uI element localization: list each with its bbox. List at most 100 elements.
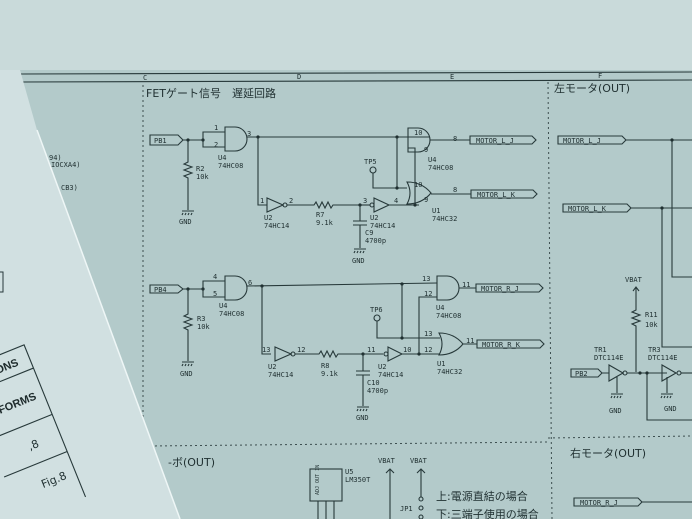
schematic-text: 74HC08 [436, 312, 461, 320]
schematic-text: MOTOR_R_K [482, 341, 521, 349]
schematic-text: GND [179, 218, 192, 226]
schematic-text: PB2 [575, 370, 588, 378]
schematic-text: ,8 [26, 437, 41, 453]
resistor-r8 [295, 349, 370, 359]
schematic-text: JP1 [400, 505, 413, 513]
schematic-text: MOTOR_L_K [477, 191, 516, 199]
overlapping-paper-sheet [0, 70, 180, 519]
schematic-text: 11 [367, 346, 375, 354]
schematic-text: U4 [219, 302, 227, 310]
net-port-motor-r-k [476, 339, 545, 349]
schematic-text: 9.1k [321, 370, 339, 378]
schematic-text: 12 [297, 346, 305, 354]
schematic-text: IOCXA4) [51, 161, 81, 169]
schematic-text: 上:電源直結の場合 [436, 489, 528, 503]
schematic-text: 2 [214, 141, 218, 149]
schematic-text: 74HC14 [378, 371, 403, 379]
schematic-text: 9 [424, 196, 428, 204]
left-motor-section: 左モータ(OUT) MOTOR_L_J MOTOR_L_K VBAT R11 1… [554, 82, 692, 421]
net-label: PB1 [154, 137, 167, 145]
resistor-r7 [287, 200, 366, 210]
right-motor-section: 右モータ(OUT) MOTOR_R_J [570, 446, 692, 507]
schematic-text: 12 [424, 290, 432, 298]
schematic-text: 1 [260, 197, 264, 205]
delay-circuit-left: PB1 1 2 3 U4 74HC08 R2 10k GND 1 2 U2 74… [149, 124, 538, 265]
column-label: F [598, 72, 602, 80]
section-title-delay: FETゲート信号 遅延回路 [146, 87, 276, 100]
schematic-text: 10 [414, 129, 422, 137]
schematic-text: -ボ(OUT) [168, 456, 215, 469]
schematic-text: 94) [49, 154, 62, 162]
schematic-text: U1 [432, 207, 440, 215]
schematic-text: 下:三端子使用の場合 [436, 507, 539, 519]
schematic-text: TP6 [370, 306, 383, 314]
schematic-text: 74HC08 [428, 164, 453, 172]
schematic-text: 10 [414, 181, 422, 189]
ground-icon [356, 406, 369, 412]
schematic-text: R2 [196, 165, 204, 173]
schematic-text: MOTOR_L_J [476, 137, 514, 145]
schematic-text: 左モータ(OUT) [554, 82, 630, 95]
schematic-text: GND [180, 370, 193, 378]
servo-section: -ボ(OUT) U5 LM350T ADJ OUT IN VBAT VBAT J… [168, 456, 539, 519]
column-label: C [143, 74, 147, 82]
schematic-text: 9 [424, 146, 428, 154]
sheet-border: C D E F [19, 71, 692, 519]
schematic-text: U2 [268, 363, 276, 371]
schematic-text: 5 [213, 290, 217, 298]
schematic-text: 74HC08 [219, 310, 244, 318]
schematic-text: TR1 [594, 346, 607, 354]
schematic-text: 9.1k [316, 219, 334, 227]
schematic-text: PB4 [154, 286, 167, 294]
schematic-text: U2 [264, 214, 272, 222]
schematic-text: 4700p [367, 387, 388, 395]
resistor-r11 [630, 286, 642, 372]
schematic-text: C9 [365, 229, 373, 237]
schematic-text: 2 [289, 197, 293, 205]
capacitor-c10 [356, 354, 370, 406]
test-point-tp6 [373, 314, 381, 322]
net-port-pb1 [149, 134, 184, 146]
and-gate-u4d [436, 275, 460, 301]
schematic-text: R8 [321, 362, 329, 370]
schematic-text: MOTOR_R_J [481, 285, 519, 293]
schematic-text: GND [356, 414, 369, 422]
column-label: D [297, 73, 301, 81]
resistor-r2 [182, 140, 194, 210]
inverter-u2a [266, 197, 285, 213]
schematic-text: 8 [453, 186, 457, 194]
schematic-text: U2 [378, 363, 386, 371]
schematic-text: 右モータ(OUT) [570, 446, 646, 460]
ground-icon [660, 393, 673, 399]
schematic-text: GND [609, 407, 622, 415]
net-port-pb2 [570, 368, 603, 378]
schematic-text: R7 [316, 211, 324, 219]
inverter-u2b [373, 197, 391, 213]
or-gate-u1d [438, 332, 464, 356]
schematic-text: GND [352, 257, 365, 265]
ground-icon [610, 393, 623, 399]
schematic-text: DTC114E [648, 354, 678, 362]
schematic-text: GND [664, 405, 677, 413]
schematic-text: MOTOR_R_J [580, 499, 618, 507]
schematic-text: 4 [394, 197, 398, 205]
capacitor-c9 [353, 205, 367, 248]
schematic-text: 74HC14 [268, 371, 293, 379]
schematic-text: 8 [453, 135, 457, 143]
schematic-text: U4 [218, 154, 226, 162]
schematic-text: R3 [197, 315, 205, 323]
schematic-text: CB3) [61, 184, 78, 192]
schematic-text: 10k [197, 323, 210, 331]
schematic-text: LM350T [345, 476, 371, 484]
schematic-text: 74HC32 [432, 215, 457, 223]
schematic-text: 10k [196, 173, 209, 181]
schematic-text: 1 [214, 124, 218, 132]
schematic-text: 11 [462, 281, 470, 289]
schematic-text: 3 [363, 197, 367, 205]
schematic-text: U5 [345, 468, 353, 476]
schematic-text: 4700p [365, 237, 386, 245]
net-port-motor-r-j [573, 497, 643, 507]
schematic-text: U4 [428, 156, 436, 164]
schematic-text: U2 [370, 214, 378, 222]
